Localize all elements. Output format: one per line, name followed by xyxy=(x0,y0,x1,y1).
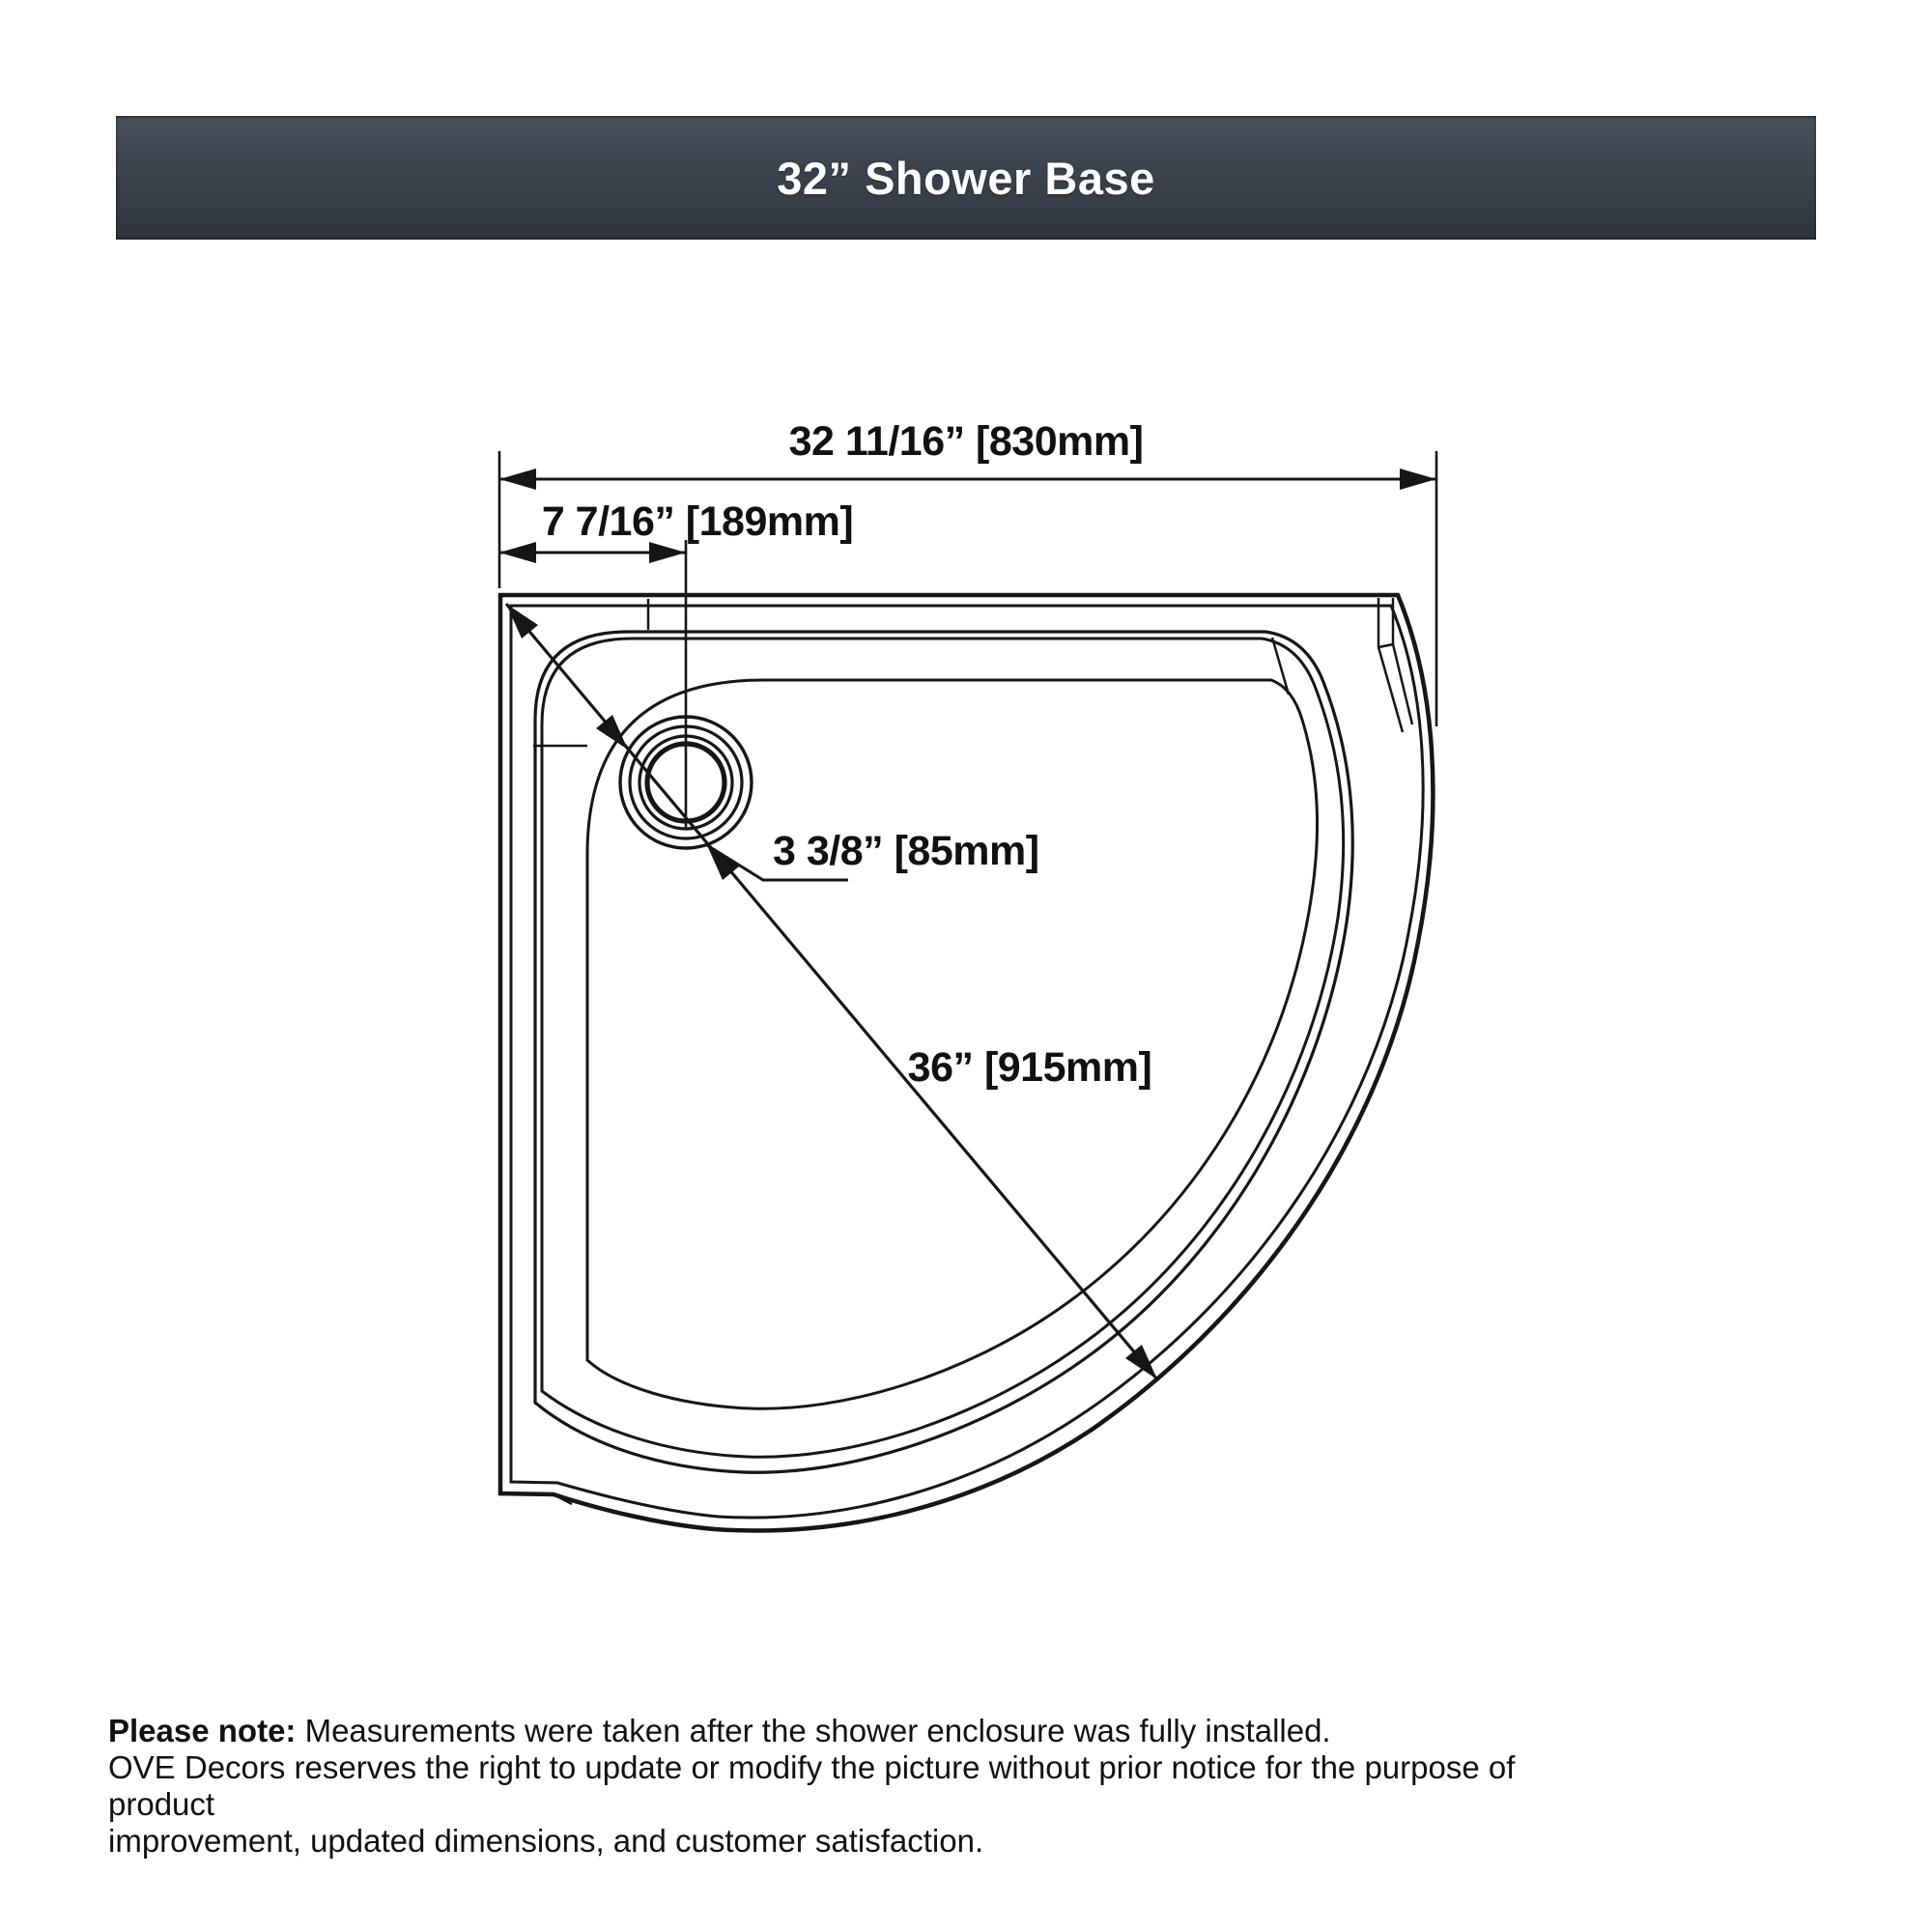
dimension-drain-diameter: 3 3/8” [85mm] xyxy=(596,715,1039,882)
footnote-line-2: OVE Decors reserves the right to update … xyxy=(108,1749,1516,1822)
dimension-overall-width: 32 11/16” [830mm] xyxy=(499,418,1436,490)
footnote-line-3: improvement, updated dimensions, and cus… xyxy=(108,1823,984,1859)
footnote-label: Please note: xyxy=(108,1713,297,1748)
dimension-drain-offset: 7 7/16” [189mm] xyxy=(499,498,854,563)
arrowhead-downright-icon xyxy=(596,715,628,750)
extension-lines xyxy=(497,451,1438,828)
base-outer-edge xyxy=(497,592,1435,1533)
arrowhead-right-icon xyxy=(649,542,686,563)
header-bar: 32” Shower Base xyxy=(116,116,1816,240)
arrowhead-upleft-icon xyxy=(707,845,739,880)
dim-label-drain-diameter: 3 3/8” [85mm] xyxy=(773,828,1039,874)
footnote-line-1-text: Measurements were taken after the shower… xyxy=(296,1713,1331,1748)
footnote-line-1: Please note: Measurements were taken aft… xyxy=(108,1713,1615,1749)
page-title: 32” Shower Base xyxy=(777,152,1155,204)
arrowhead-left-icon xyxy=(499,469,536,490)
footnote: Please note: Measurements were taken aft… xyxy=(108,1713,1615,1860)
arrowhead-right-icon xyxy=(1400,469,1436,490)
seam-lines xyxy=(498,598,1414,1506)
dim-label-diagonal: 36” [915mm] xyxy=(908,1044,1152,1091)
dim-label-drain-offset: 7 7/16” [189mm] xyxy=(542,498,853,545)
arrowhead-left-icon xyxy=(499,542,536,563)
dimension-diagonal: 36” [915mm] xyxy=(504,602,1159,1381)
dim-label-overall-width: 32 11/16” [830mm] xyxy=(789,418,1144,465)
arrowhead-upleft-icon xyxy=(506,604,538,639)
arrowhead-downright-icon xyxy=(1125,1345,1157,1379)
basin-floor-edge xyxy=(585,678,1320,1410)
